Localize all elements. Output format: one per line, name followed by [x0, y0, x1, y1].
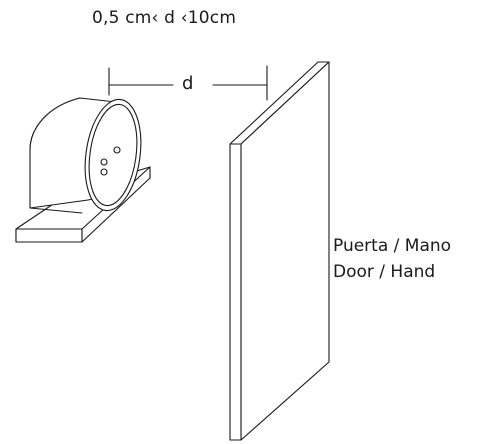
- target-label-spanish: Puerta / Mano: [333, 236, 452, 256]
- distance-range-label: 0,5 cm‹ d ‹10cm: [92, 8, 237, 28]
- sensor-face: [84, 98, 142, 212]
- distance-dimension-line: [108, 65, 268, 101]
- distance-symbol: d: [182, 73, 194, 94]
- target-label-english: Door / Hand: [333, 262, 436, 282]
- sensor-lens-dots: [100, 146, 121, 176]
- door-panel: [229, 61, 330, 441]
